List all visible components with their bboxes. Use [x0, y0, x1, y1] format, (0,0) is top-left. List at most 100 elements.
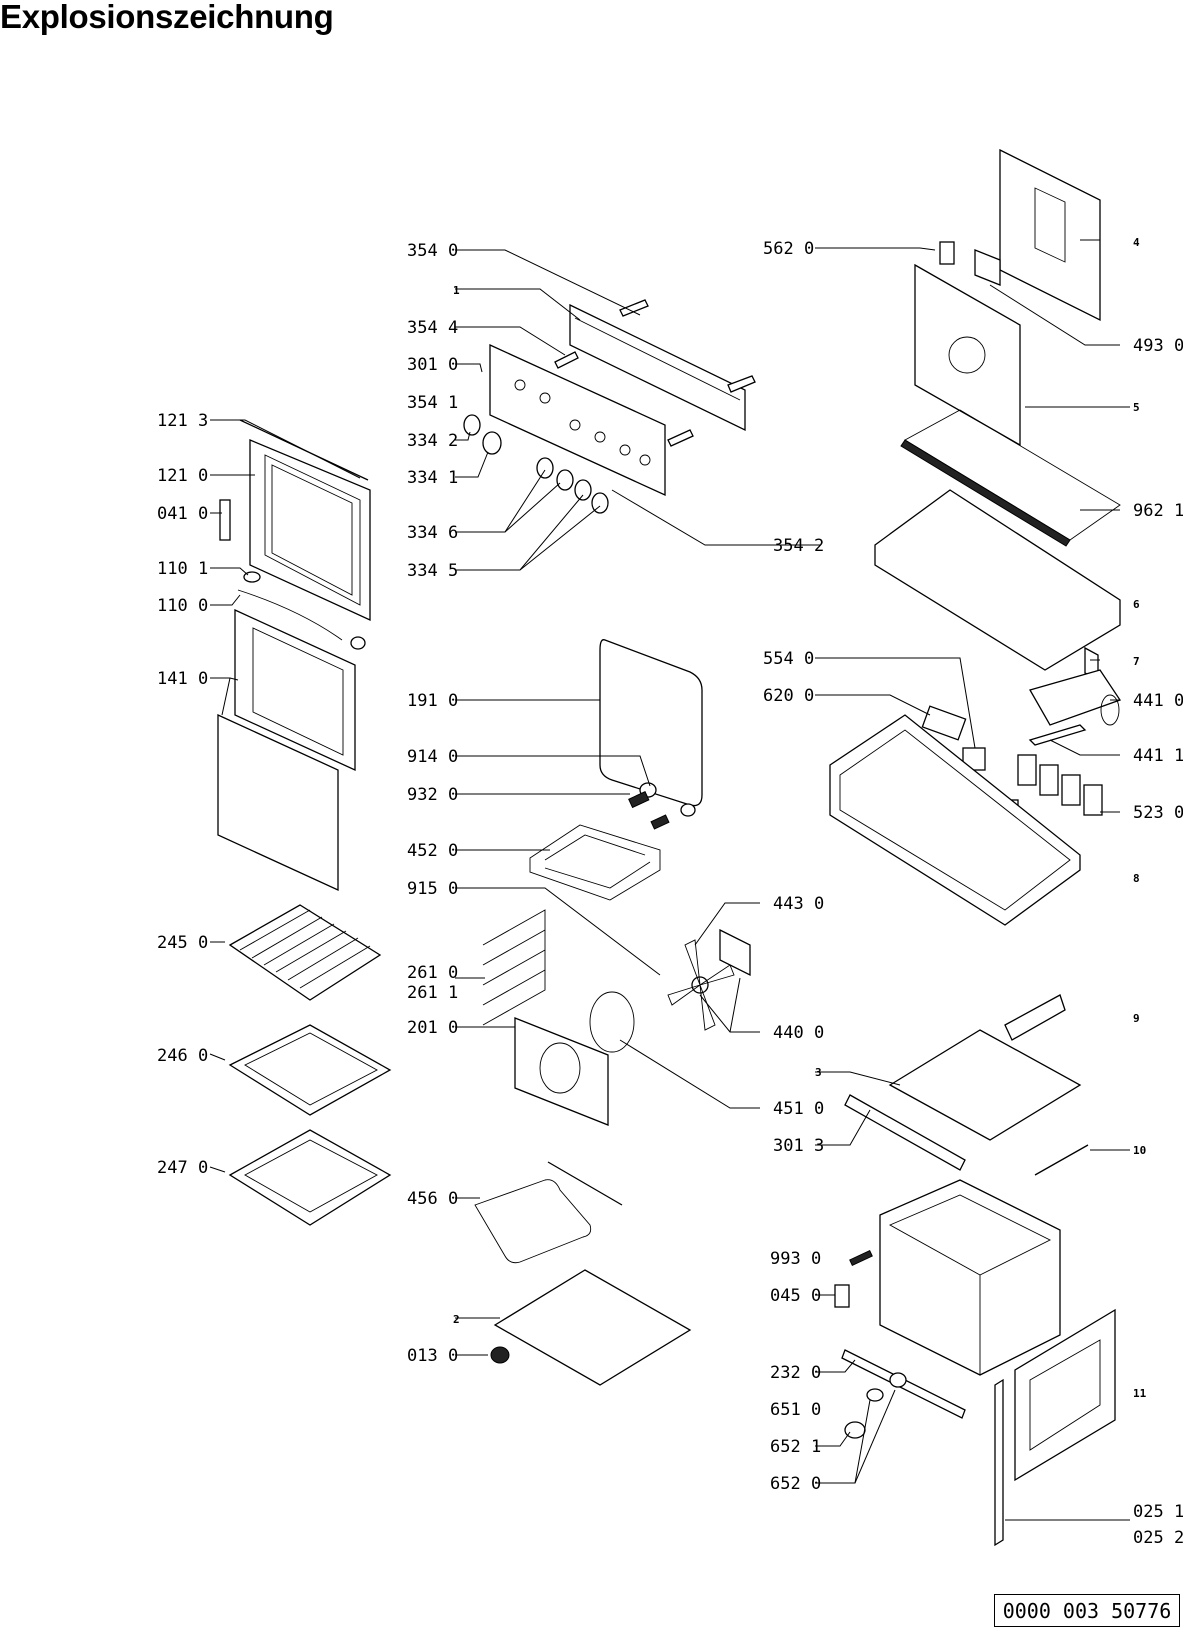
label-232-0: 232 0: [770, 1363, 821, 1383]
control-knobs: [463, 414, 609, 514]
fan-blade: [667, 939, 735, 1031]
label-523-0: 523 0: [1133, 803, 1183, 823]
label-11: 11: [1133, 1387, 1147, 1400]
label-354-0: 354 0: [407, 241, 458, 261]
label-334-6: 334 6: [407, 523, 458, 543]
label-334-5: 334 5: [407, 561, 458, 581]
control-panel-group: [463, 299, 756, 514]
thermostat: [974, 249, 1001, 286]
label-261-1: 261 1: [407, 983, 458, 1003]
label-493-0: 493 0: [1133, 336, 1183, 356]
document-number: 0000 003 50776: [994, 1594, 1180, 1627]
label-914-0: 914 0: [407, 747, 458, 767]
label-993-0: 993 0: [770, 1249, 821, 1269]
terminal-block: [921, 705, 967, 741]
label-5: 5: [1133, 401, 1140, 414]
label-041-0: 041 0: [157, 504, 208, 524]
fan-ring-element: [589, 991, 635, 1053]
label-456-0: 456 0: [407, 1189, 458, 1209]
label-441-1: 441 1: [1133, 746, 1183, 766]
screw: [849, 1249, 873, 1267]
label-915-0: 915 0: [407, 879, 458, 899]
label-3: 3: [815, 1066, 822, 1079]
rod: [1034, 1144, 1089, 1176]
label-441-0: 441 0: [1133, 691, 1183, 711]
label-451-0: 451 0: [773, 1099, 824, 1119]
control-panel-bracket: [569, 303, 746, 432]
grill-element: [529, 824, 661, 901]
baking-tray-flat: [228, 1024, 392, 1116]
side-trim: [1004, 994, 1066, 1041]
label-191-0: 191 0: [407, 691, 458, 711]
label-110-0: 110 0: [157, 596, 208, 616]
top-cover: [874, 489, 1121, 671]
label-013-0: 013 0: [407, 1346, 458, 1366]
label-141-0: 141 0: [157, 669, 208, 689]
label-121-0: 121 0: [157, 466, 208, 486]
sensor-clip: [939, 241, 955, 265]
heating-elements-group: [474, 639, 751, 1386]
rear-wall: [914, 263, 1021, 447]
label-620-0: 620 0: [763, 686, 814, 706]
leader-lines: [209, 239, 1130, 1521]
label-932-0: 932 0: [407, 785, 458, 805]
label-301-3: 301 3: [773, 1136, 824, 1156]
control-tray: [829, 714, 1081, 926]
door-frame: [249, 439, 371, 622]
label-247-0: 247 0: [157, 1158, 208, 1178]
door-handle: [219, 499, 231, 541]
label-4: 4: [1133, 236, 1140, 249]
door-inner-glass: [217, 713, 339, 892]
label-334-1: 334 1: [407, 468, 458, 488]
foot: [490, 1346, 510, 1364]
label-10: 10: [1133, 1144, 1146, 1157]
label-443-0: 443 0: [773, 894, 824, 914]
side-panel: [1014, 1308, 1116, 1482]
fan-cover: [514, 1017, 609, 1126]
spacer-block: [834, 1284, 850, 1308]
back-panel: [999, 148, 1101, 322]
label-8: 8: [1133, 872, 1140, 885]
label-354-2: 354 2: [773, 536, 824, 556]
shelf-supports: [482, 909, 546, 1026]
grill-cover: [599, 639, 703, 807]
racks-and-trays: [228, 904, 392, 1226]
label-652-0: 652 0: [770, 1474, 821, 1494]
front-trim-strip: [844, 1094, 966, 1171]
label-354-1: 354 1: [407, 393, 458, 413]
label-261-0: 261 0: [407, 963, 458, 983]
door-side-strip: [994, 1378, 1004, 1547]
label-025-1: 025 1: [1133, 1502, 1183, 1522]
wire-rack: [228, 904, 382, 1001]
label-025-2: 025 2: [1133, 1528, 1183, 1548]
page-title: Explosionszeichnung: [0, 0, 334, 35]
housing-top-plate: [888, 1029, 1082, 1141]
label-962-1: 962 1: [1133, 501, 1183, 521]
control-panel-front: [489, 343, 666, 497]
label-045-0: 045 0: [770, 1286, 821, 1306]
oven-cavity: [879, 1179, 1061, 1376]
door-group: [217, 419, 371, 892]
label-554-0: 554 0: [763, 649, 814, 669]
door-outer-glass: [234, 608, 356, 772]
label-110-1: 110 1: [157, 559, 208, 579]
bracket-pins: [554, 299, 756, 447]
label-9: 9: [1133, 1012, 1140, 1025]
label-354-4: 354 4: [407, 318, 458, 338]
label-652-1: 652 1: [770, 1437, 821, 1457]
label-7: 7: [1133, 655, 1140, 668]
label-1: 1: [453, 284, 460, 297]
baking-tray-deep: [228, 1129, 392, 1226]
label-201-0: 201 0: [407, 1018, 458, 1038]
label-246-0: 246 0: [157, 1046, 208, 1066]
label-245-0: 245 0: [157, 933, 208, 953]
label-121-3: 121 3: [157, 411, 208, 431]
label-651-0: 651 0: [770, 1400, 821, 1420]
label-334-2: 334 2: [407, 431, 458, 451]
cooling-fan: [1029, 669, 1122, 726]
label-452-0: 452 0: [407, 841, 458, 861]
part-labels: 354 0 1 354 4 301 0 354 1 334 2 334 1 33…: [157, 236, 1183, 1548]
label-562-0: 562 0: [763, 239, 814, 259]
label-2: 2: [453, 1313, 460, 1326]
lower-heating-element: [474, 1179, 592, 1264]
